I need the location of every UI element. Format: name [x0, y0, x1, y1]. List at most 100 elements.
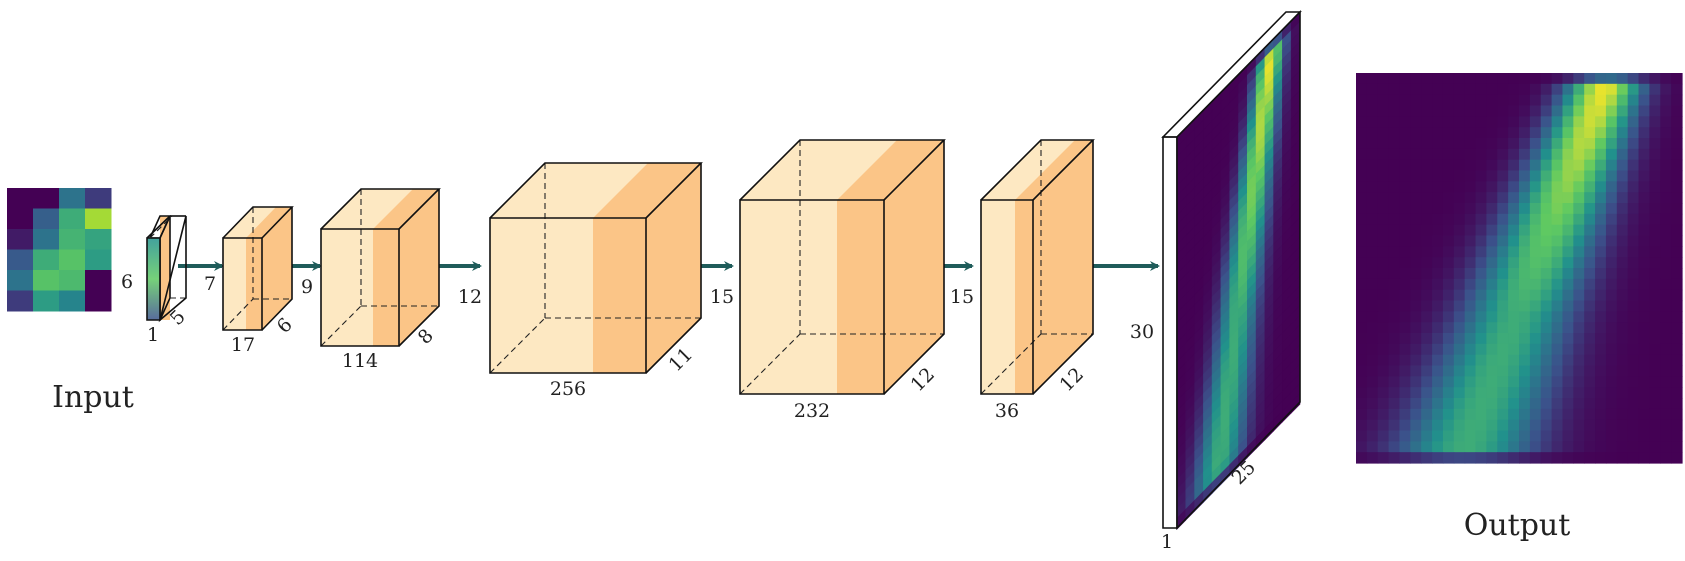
output-pixel [1649, 148, 1661, 161]
output-pixel [1508, 289, 1520, 302]
output-pixel [1388, 94, 1401, 107]
output-pixel [1671, 170, 1683, 182]
output-pixel [1453, 73, 1466, 85]
output-pixel [1399, 181, 1411, 193]
output-pixel [1573, 203, 1585, 215]
output-pixel [1356, 452, 1368, 464]
output-pixel [1432, 452, 1444, 464]
output-pixel [1475, 311, 1487, 323]
output-pixel [1475, 452, 1487, 464]
output-pixel [1497, 419, 1509, 432]
layer-2-height: 7 [204, 273, 216, 295]
output-pixel [1497, 138, 1509, 150]
output-pixel [1388, 311, 1401, 323]
input-pixel [7, 229, 34, 250]
output-pixel [1605, 419, 1618, 432]
output-pixel [1453, 246, 1466, 258]
output-pixel [1519, 127, 1531, 139]
input-caption: Input [52, 380, 134, 415]
output-pixel [1671, 116, 1683, 128]
output-pixel [1627, 192, 1640, 204]
output-pixel [1486, 343, 1498, 356]
output-pixel [1595, 224, 1607, 237]
output-pixel [1497, 224, 1509, 237]
output-pixel [1551, 289, 1564, 302]
output-pixel [1540, 181, 1553, 193]
output-pixel [1486, 365, 1498, 377]
output-pixel [1529, 203, 1542, 215]
output-pixel [1584, 452, 1596, 464]
output-pixel [1442, 159, 1455, 172]
output-pixel [1519, 213, 1531, 226]
output-pixel [1421, 116, 1433, 128]
output-pixel [1660, 138, 1672, 150]
output-pixel [1627, 398, 1640, 410]
input-pixel [7, 188, 34, 209]
output-pixel [1616, 203, 1629, 215]
output-pixel [1366, 224, 1379, 237]
output-pixel [1442, 376, 1455, 388]
output-pixel [1573, 343, 1585, 356]
output-pixel [1562, 322, 1574, 334]
output-pixel [1432, 73, 1444, 85]
output-pixel [1671, 148, 1683, 161]
output-pixel [1432, 419, 1444, 432]
output-pixel [1356, 354, 1368, 367]
output-pixel [1627, 387, 1640, 399]
output-pixel [1551, 322, 1564, 334]
output-pixel [1508, 170, 1520, 182]
output-pixel [1497, 213, 1509, 226]
output-pixel [1399, 257, 1411, 269]
output-pixel [1464, 365, 1477, 377]
output-pixel [1388, 235, 1401, 247]
output-pixel [1453, 354, 1466, 367]
output-pixel [1671, 181, 1683, 193]
output-pixel [1671, 159, 1683, 172]
output-pixel [1573, 430, 1585, 442]
output-pixel [1388, 300, 1401, 312]
output-pixel [1475, 398, 1487, 410]
output-pixel [1562, 311, 1574, 323]
output-pixel [1605, 192, 1618, 204]
output-pixel [1410, 430, 1422, 442]
output-pixel [1551, 419, 1564, 432]
layer-3-width: 114 [342, 350, 378, 372]
output-pixel [1410, 73, 1422, 85]
output-pixel [1638, 333, 1650, 345]
output-pixel [1497, 365, 1509, 377]
output-pixel [1638, 311, 1650, 323]
output-pixel [1497, 94, 1509, 107]
input-pixel [59, 249, 86, 271]
output-pixel [1529, 387, 1542, 399]
output-pixel [1508, 268, 1520, 280]
output-pixel [1508, 441, 1520, 453]
output-pixel [1638, 387, 1650, 399]
output-pixel [1464, 430, 1477, 442]
output-pixel [1584, 268, 1596, 280]
output-pixel [1366, 376, 1379, 388]
output-pixel [1638, 354, 1650, 367]
output-pixel [1584, 441, 1596, 453]
output-pixel [1366, 452, 1379, 464]
output-pixel [1366, 73, 1379, 85]
output-pixel [1432, 148, 1444, 161]
output-pixel [1638, 138, 1650, 150]
output-pixel [1442, 203, 1455, 215]
output-pixel [1616, 408, 1629, 421]
input-pixel [85, 290, 112, 312]
output-pixel [1529, 257, 1542, 269]
output-pixel [1649, 170, 1661, 182]
output-pixel [1421, 441, 1433, 453]
output-pixel [1410, 83, 1422, 96]
output-pixel [1442, 311, 1455, 323]
output-pixel [1356, 116, 1368, 128]
output-pixel [1649, 192, 1661, 204]
output-pixel [1519, 138, 1531, 150]
output-pixel [1584, 430, 1596, 442]
output-pixel [1519, 257, 1531, 269]
output-pixel [1497, 73, 1509, 85]
output-pixel [1421, 365, 1433, 377]
output-pixel [1388, 116, 1401, 128]
output-pixel [1464, 268, 1477, 280]
output-pixel [1464, 408, 1477, 421]
